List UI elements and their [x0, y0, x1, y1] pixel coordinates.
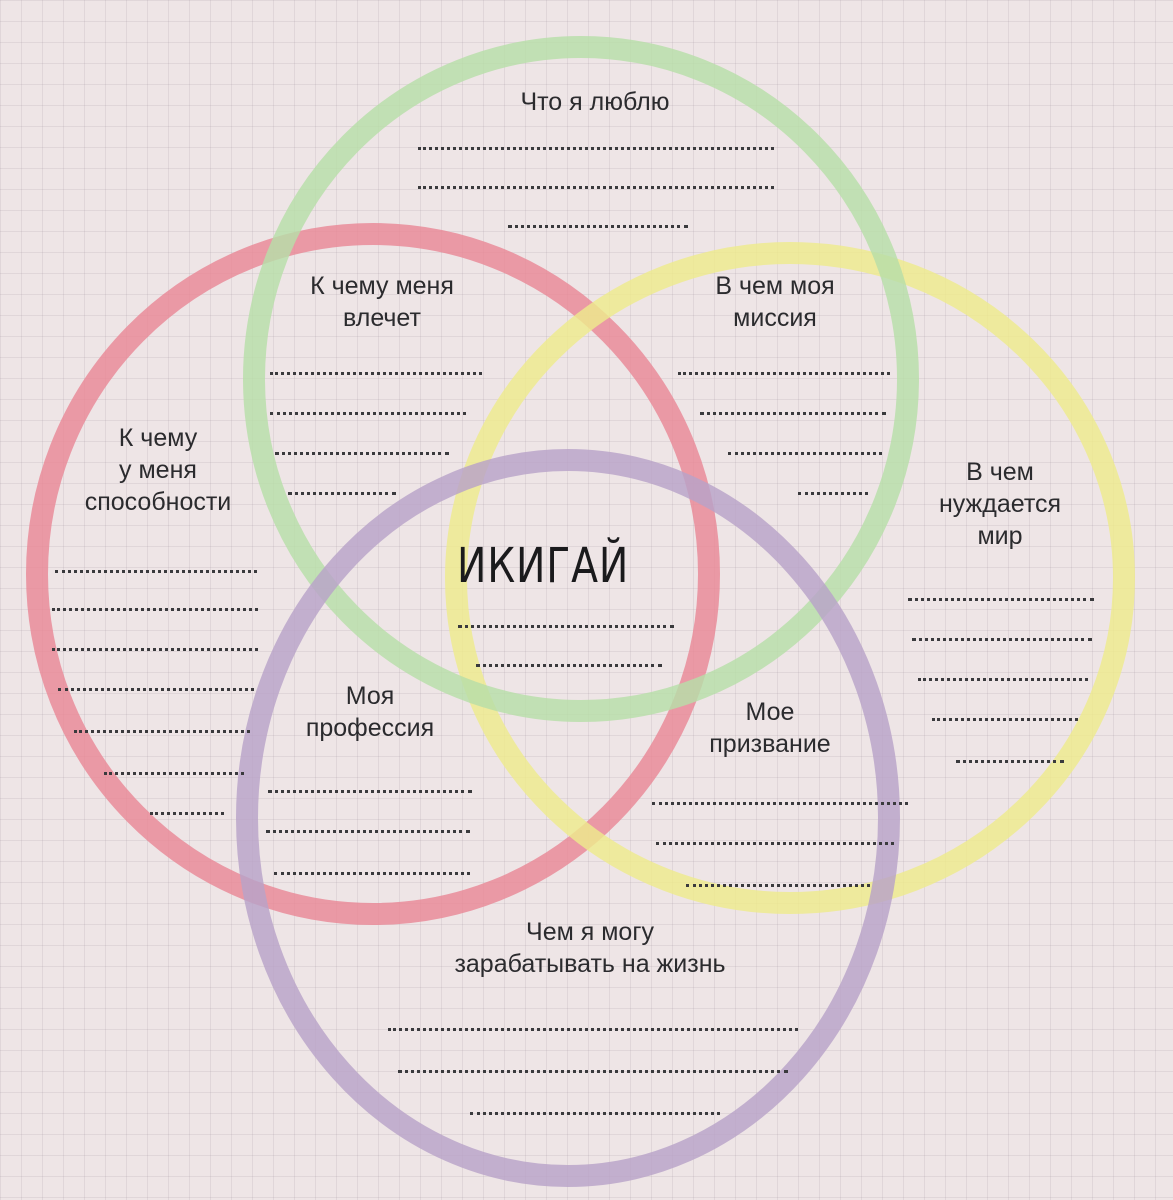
circle-paid-for: [236, 449, 900, 1187]
write-line: [678, 372, 890, 375]
write-line: [418, 147, 774, 150]
label-love: Что я люблю: [520, 88, 670, 116]
label-mission: В чем моя миссия: [715, 272, 835, 332]
write-line: [268, 790, 472, 793]
write-line: [932, 718, 1078, 721]
write-line: [266, 830, 470, 833]
circle-world-needs: [445, 242, 1135, 914]
write-line: [656, 842, 894, 845]
write-line: [918, 678, 1088, 681]
circle-good-at: [26, 223, 720, 925]
diagram-title: ИКИГАЙ: [457, 538, 630, 594]
write-line: [388, 1028, 798, 1031]
write-line: [274, 872, 470, 875]
label-passion: К чему меня влечет: [310, 272, 454, 332]
write-line: [728, 452, 882, 455]
write-line: [508, 225, 688, 228]
write-line: [956, 760, 1064, 763]
write-line: [52, 608, 258, 611]
label-vocation: Мое призвание: [709, 698, 831, 758]
label-good-at: К чему у меня способности: [84, 424, 232, 516]
write-line: [798, 492, 868, 495]
write-line: [476, 664, 662, 667]
write-line: [912, 638, 1092, 641]
write-line: [470, 1112, 720, 1115]
write-line: [52, 648, 258, 651]
write-line: [418, 186, 774, 189]
write-line: [270, 372, 482, 375]
label-world-needs: В чем нуждается мир: [938, 458, 1062, 550]
write-line: [150, 812, 224, 815]
write-line: [686, 884, 870, 887]
write-line: [275, 452, 449, 455]
write-line: [288, 492, 396, 495]
write-line: [398, 1070, 788, 1073]
write-line: [652, 802, 908, 805]
write-line: [908, 598, 1094, 601]
write-line: [74, 730, 250, 733]
write-line: [104, 772, 244, 775]
write-line: [55, 570, 257, 573]
write-line: [58, 688, 254, 691]
write-line: [700, 412, 886, 415]
label-profession: Моя профессия: [305, 682, 435, 742]
label-paid-for: Чем я могу зарабатывать на жизнь: [454, 918, 726, 978]
circle-love: [243, 36, 919, 722]
write-line: [270, 412, 466, 415]
write-line: [458, 625, 674, 628]
